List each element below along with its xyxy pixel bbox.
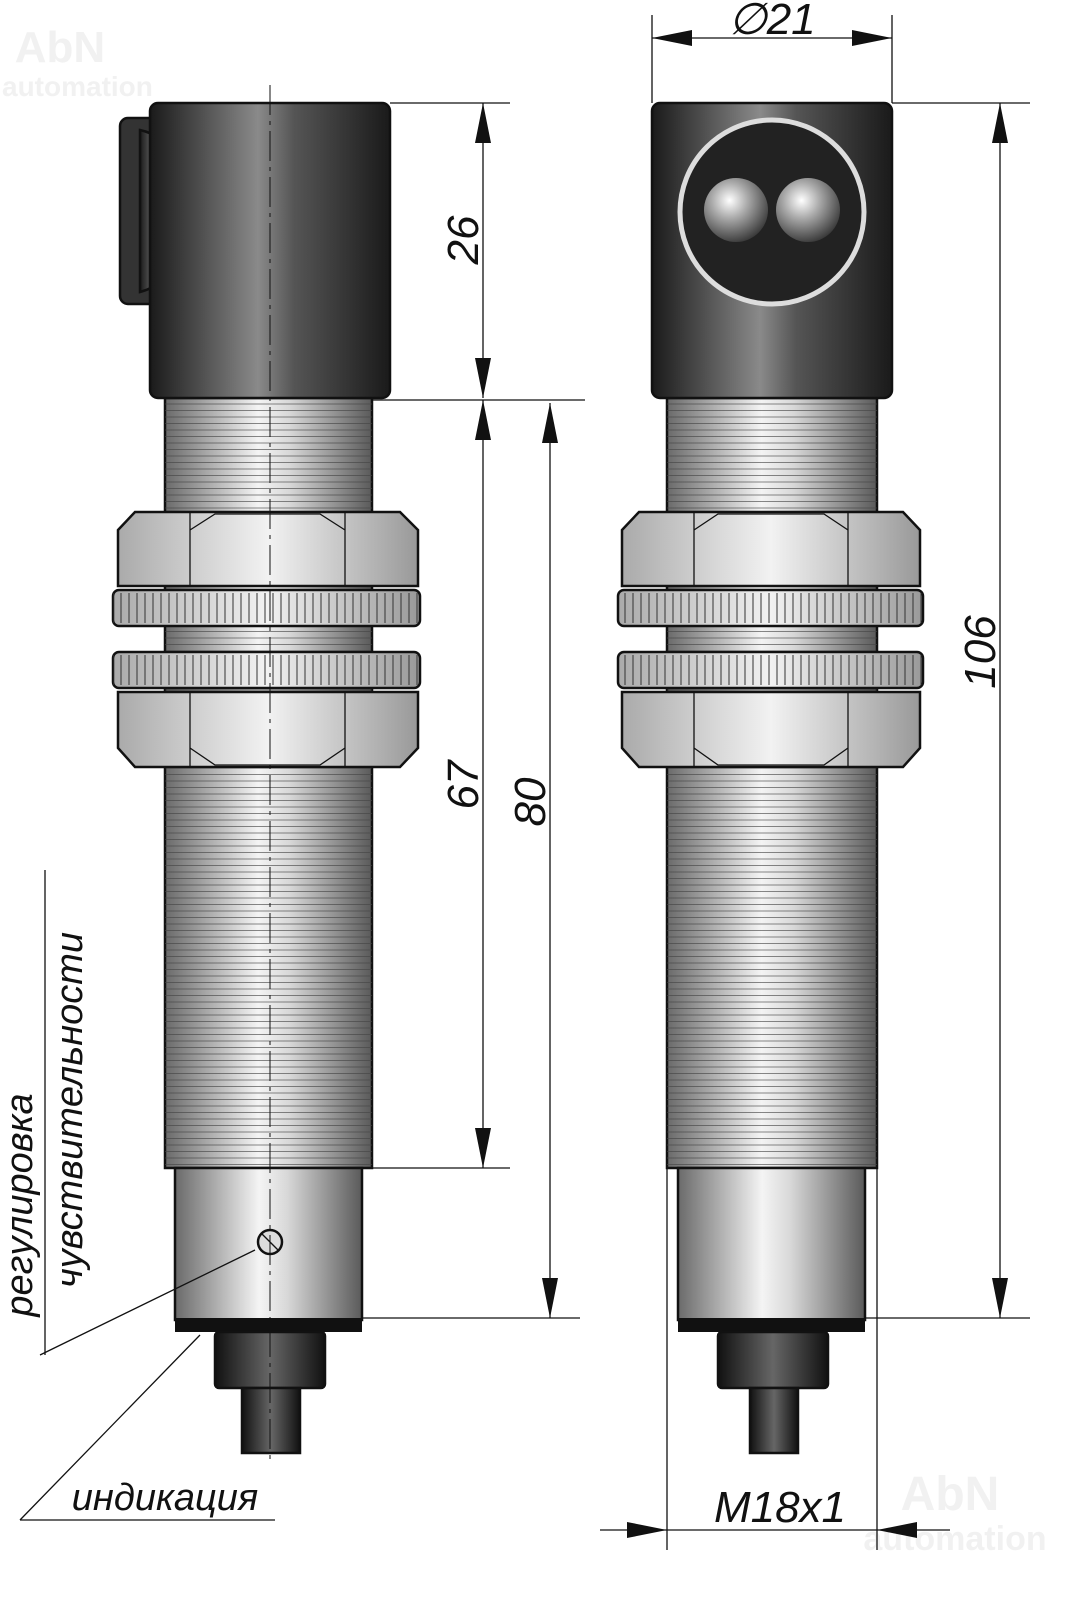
dimension-lines: [19, 15, 1030, 1550]
label-adjust-line2: чувствительности: [49, 932, 91, 1288]
upper-nut: [111, 510, 422, 628]
sensor-front-view: [616, 101, 925, 1455]
receiver-lens-icon: [776, 178, 840, 242]
label-indication: индикация: [72, 1477, 258, 1519]
emitter-lens-icon: [704, 178, 768, 242]
label-adjust-line1: регулировка: [0, 1093, 41, 1317]
svg-text:automation: automation: [2, 71, 153, 102]
dim-head-height: 26: [439, 215, 488, 265]
sensor-side-view: [111, 85, 422, 1460]
dim-thread-length: 67: [439, 759, 488, 809]
svg-text:automation: automation: [863, 1520, 1046, 1558]
svg-text:AbN: AbN: [15, 23, 105, 72]
watermark-top-left: AbN automation: [2, 23, 153, 102]
dim-body-length: 80: [506, 777, 555, 826]
watermark-bottom-right: AbN automation: [863, 1468, 1046, 1558]
svg-text:AbN: AbN: [901, 1468, 1000, 1521]
dim-thread-spec: M18x1: [714, 1483, 846, 1532]
dim-diameter: ∅21: [728, 0, 815, 44]
dim-total-length: 106: [956, 615, 1005, 689]
lower-nut: [111, 650, 422, 769]
